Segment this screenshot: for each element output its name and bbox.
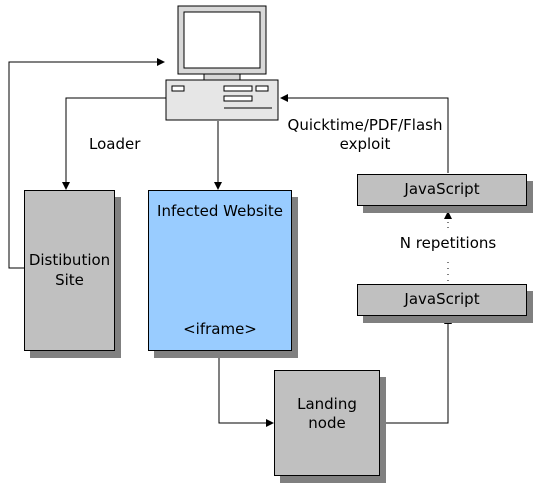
exploit-label-line2: exploit <box>339 135 391 153</box>
javascript-bottom-box <box>357 284 527 316</box>
javascript-top-box <box>357 174 527 206</box>
exploit-label-line1: Quicktime/PDF/Flash <box>287 116 443 134</box>
landing-node-box <box>274 370 380 476</box>
distribution-site-box <box>24 190 115 351</box>
loader-label: Loader <box>89 135 141 153</box>
distribution-site-label-line1: Distibution <box>28 251 111 269</box>
arrow-distribution-to-computer <box>8 58 165 269</box>
arrow-exploit-to-computer <box>280 94 449 173</box>
iframe-label: <iframe> <box>183 320 257 338</box>
arrow-infected-to-landing <box>218 350 274 427</box>
javascript-bottom-label: JavaScript <box>404 290 480 308</box>
landing-node-label-line1: Landing <box>297 395 357 413</box>
landing-node-label-line2: node <box>308 414 346 432</box>
desktop-computer-icon <box>165 5 279 121</box>
repetitions-label: N repetitions <box>399 234 497 252</box>
javascript-top-label: JavaScript <box>404 180 480 198</box>
infected-website-title: Infected Website <box>157 202 283 220</box>
distribution-site-label-line2: Site <box>55 271 84 289</box>
arrow-landing-to-javascript <box>379 316 452 424</box>
infected-website-box <box>148 190 292 351</box>
arrow-loader <box>62 97 166 190</box>
